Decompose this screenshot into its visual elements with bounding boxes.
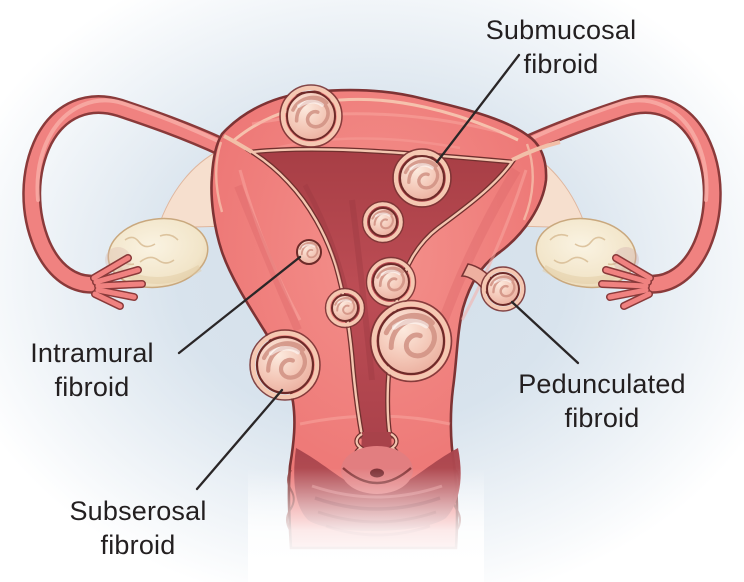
label-line-2: fibroid [523, 49, 599, 79]
label-pedunculated-fibroid: Pedunculated fibroid [482, 367, 722, 435]
right-fallopian-tube [510, 95, 722, 294]
fibroid-right-wall-mid [365, 256, 417, 308]
label-line-2: fibroid [54, 372, 130, 402]
label-line-2: fibroid [564, 403, 640, 433]
leader-line-pedunculated [510, 300, 580, 365]
fibroid-cavity-large [369, 299, 453, 383]
label-subserosal-fibroid: Subserosal fibroid [18, 494, 258, 562]
label-line-1: Intramural [30, 338, 154, 368]
label-line-2: fibroid [100, 530, 176, 560]
label-intramural-fibroid: Intramural fibroid [0, 336, 184, 404]
leader-line-subserosal [195, 388, 284, 491]
left-fallopian-tube [22, 95, 234, 294]
fibroid-left-wall-small [324, 287, 366, 329]
label-submucosal-fibroid: Submucosal fibroid [441, 13, 681, 81]
fibroid-pedunculated [460, 263, 526, 312]
leader-line-submucosal [435, 53, 521, 164]
fibroid-intramural [296, 239, 322, 265]
bottom-fade [248, 468, 484, 582]
right-fimbriae [598, 254, 654, 310]
fibroid-fundal [279, 84, 343, 148]
fibroid-right-wall-small [361, 200, 405, 244]
label-line-1: Submucosal [485, 15, 637, 45]
label-line-1: Pedunculated [518, 369, 686, 399]
leader-line-intramural [177, 255, 302, 355]
fibroid-submucosal [392, 148, 452, 208]
fibroid-subserosal [249, 329, 321, 401]
label-line-1: Subserosal [69, 496, 207, 526]
left-fimbriae [90, 254, 146, 310]
